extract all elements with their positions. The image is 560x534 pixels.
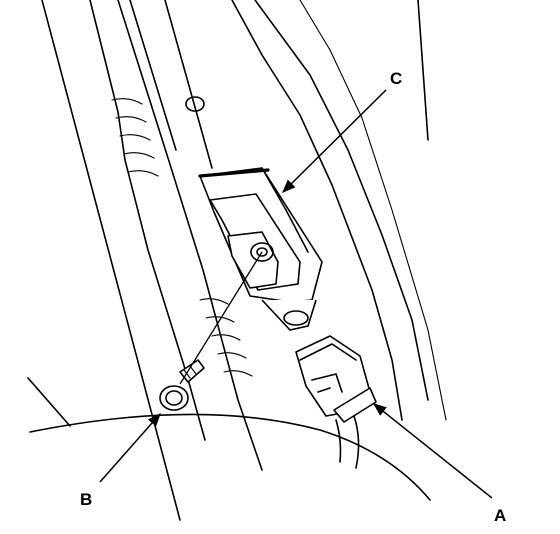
leader-a: [372, 403, 493, 499]
lower-edge-line: [27, 377, 71, 427]
mounting-bolt: [159, 359, 205, 411]
leader-b-hole: [179, 251, 263, 385]
callout-label-c: C: [390, 69, 402, 88]
callout-label-b: B: [80, 490, 92, 509]
sensor-housing: [198, 167, 323, 331]
leader-c: [282, 89, 387, 193]
door-pillar-panel: [41, 0, 447, 521]
callout-label-a: A: [494, 506, 506, 525]
wiring-connector: [295, 335, 377, 469]
lower-trim-curve: [29, 413, 431, 501]
leader-b-bolt: [99, 412, 161, 483]
callout-leaders: [99, 89, 493, 499]
